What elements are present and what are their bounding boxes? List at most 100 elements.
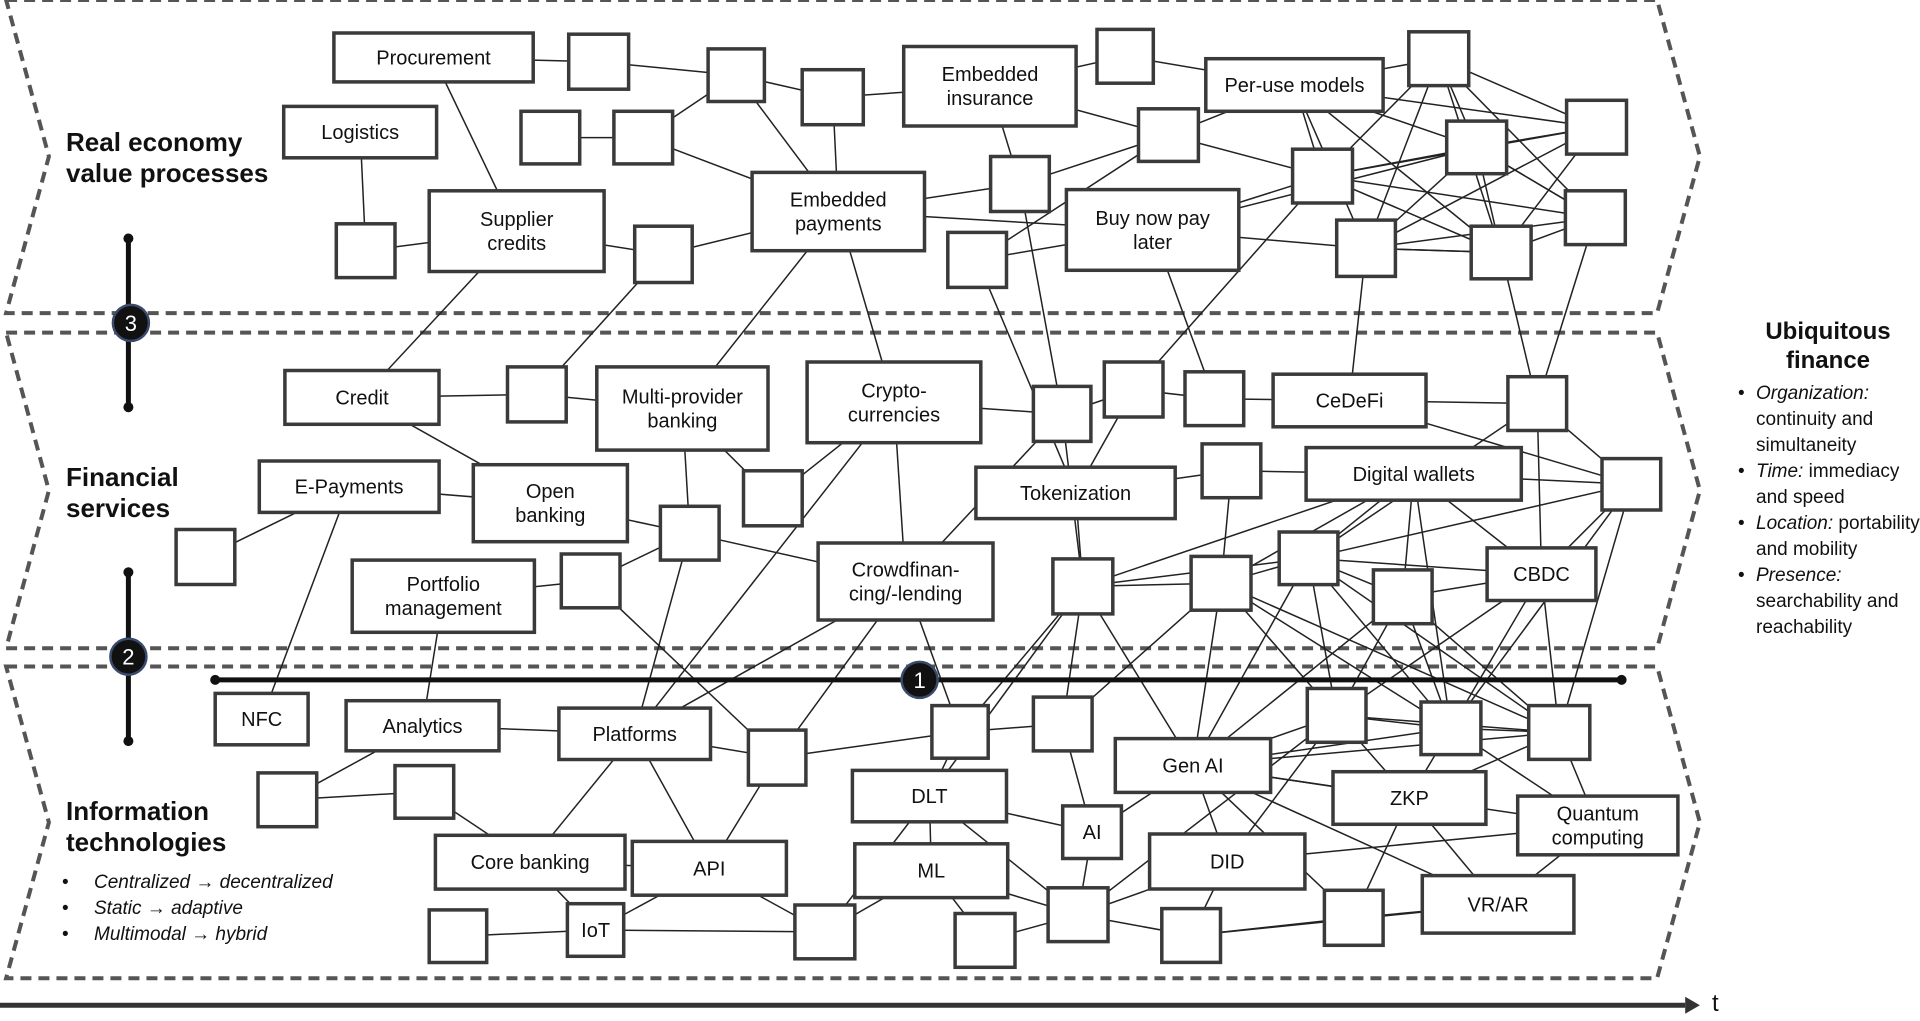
placeholder-box	[1444, 119, 1509, 176]
ubiquitous-item-text: portability and mobility	[1756, 513, 1920, 560]
lane-title-financial-services: Financial services	[66, 462, 179, 523]
placeholder-box	[1469, 224, 1533, 281]
connector-line	[1365, 126, 1597, 249]
node-box	[901, 44, 1078, 128]
placeholder-box	[566, 32, 631, 91]
node-box	[332, 31, 535, 84]
node-box	[853, 842, 1010, 900]
node-zkp: ZKP	[1331, 769, 1488, 827]
lane-information-technologies	[3, 664, 1702, 981]
node-box	[565, 901, 626, 959]
ubiquitous-item: Organization: continuity and simultaneit…	[1736, 381, 1920, 459]
ubiquitous-item-key: Presence:	[1756, 565, 1842, 586]
connector-line	[1192, 557, 1310, 766]
node-label: Gen AI	[1162, 756, 1223, 778]
bar-endpoint-dot	[210, 674, 221, 685]
node-label: Tokenization	[1020, 483, 1131, 505]
node-iot: IoT	[565, 901, 626, 959]
ubiquitous-item-key: Time:	[1756, 461, 1804, 482]
placeholder-box	[1322, 888, 1385, 948]
ubiquitous-item: Location: portability and mobility	[1736, 511, 1920, 563]
bar-endpoint-dot	[1616, 674, 1627, 685]
node-box	[750, 170, 927, 253]
marker-badge-3: 3	[111, 303, 151, 343]
placeholder-box	[1183, 370, 1246, 428]
node-label: Procurement	[376, 48, 491, 70]
node-box	[1420, 873, 1576, 935]
node-box	[1113, 736, 1273, 795]
placeholder-box	[1564, 98, 1629, 156]
node-box	[805, 360, 983, 445]
node-platforms: Platforms	[557, 706, 713, 762]
connector-line	[1308, 483, 1632, 560]
node-box	[1204, 56, 1385, 114]
connector-line	[1077, 714, 1338, 916]
node-label: DID	[1210, 852, 1244, 874]
placeholder-box	[427, 908, 489, 965]
placeholder-box	[1407, 30, 1471, 88]
placeholder-box	[953, 911, 1017, 970]
placeholder-box	[946, 230, 1009, 290]
ubiquitous-item-key: Organization:	[1756, 383, 1870, 404]
connector-line	[1536, 217, 1597, 404]
placeholder-box	[800, 67, 866, 127]
marker-circle	[109, 637, 148, 676]
node-box	[213, 691, 310, 747]
connector-line	[1322, 175, 1596, 219]
placeholder-box	[793, 903, 857, 961]
time-axis-arrowhead	[1685, 996, 1700, 1014]
marker-number: 2	[122, 645, 134, 670]
placeholder-box	[988, 154, 1052, 214]
marker-number: 1	[913, 668, 925, 693]
node-e-payments: E-Payments	[257, 459, 441, 515]
node-box	[257, 459, 441, 515]
node-box	[974, 465, 1177, 521]
ubiquitous-item-text: searchability and reachability	[1756, 591, 1899, 638]
node-label: ZKP	[1390, 788, 1429, 810]
node-box	[816, 541, 995, 622]
placeholder-box	[1277, 530, 1340, 587]
node-label: Credit	[335, 388, 389, 410]
node-label: VR/AR	[1468, 894, 1529, 916]
placeholder-box	[1102, 360, 1165, 419]
connector-line	[1220, 582, 1560, 734]
node-label: DLT	[911, 786, 947, 808]
node-box	[1271, 372, 1428, 429]
connector-line	[595, 929, 825, 933]
it-trend-item: Multimodal → hybrid	[62, 922, 333, 948]
it-trend-item: Static → adaptive	[62, 896, 333, 922]
node-box	[1064, 187, 1241, 273]
marker-number: 3	[125, 311, 137, 336]
lane-title-real-economy: Real economy value processes	[66, 127, 269, 188]
node-box	[557, 706, 713, 762]
node-analytics: Analytics	[344, 698, 501, 753]
node-box	[1515, 794, 1680, 857]
placeholder-box	[930, 703, 990, 760]
connector-line	[1307, 557, 1452, 729]
node-box	[1304, 445, 1524, 502]
node-label: Core banking	[471, 852, 590, 874]
node-credit: Credit	[283, 368, 441, 427]
node-label: NFC	[241, 709, 282, 731]
placeholder-box	[1419, 700, 1483, 757]
ubiquitous-finance-panel: Ubiquitous finance Organization: continu…	[1736, 317, 1920, 641]
node-box	[1147, 832, 1307, 891]
placeholder-box	[1200, 442, 1263, 500]
node-vr-ar: VR/AR	[1420, 873, 1576, 935]
connector-line	[260, 486, 350, 720]
node-dlt: DLT	[850, 768, 1009, 824]
node-label: Crypto-currencies	[848, 380, 940, 426]
node-box	[1331, 769, 1488, 827]
placeholder-box	[1051, 557, 1115, 616]
node-label: Digital wallets	[1353, 464, 1475, 486]
marker-circle	[900, 660, 939, 700]
node-box	[1485, 546, 1598, 603]
